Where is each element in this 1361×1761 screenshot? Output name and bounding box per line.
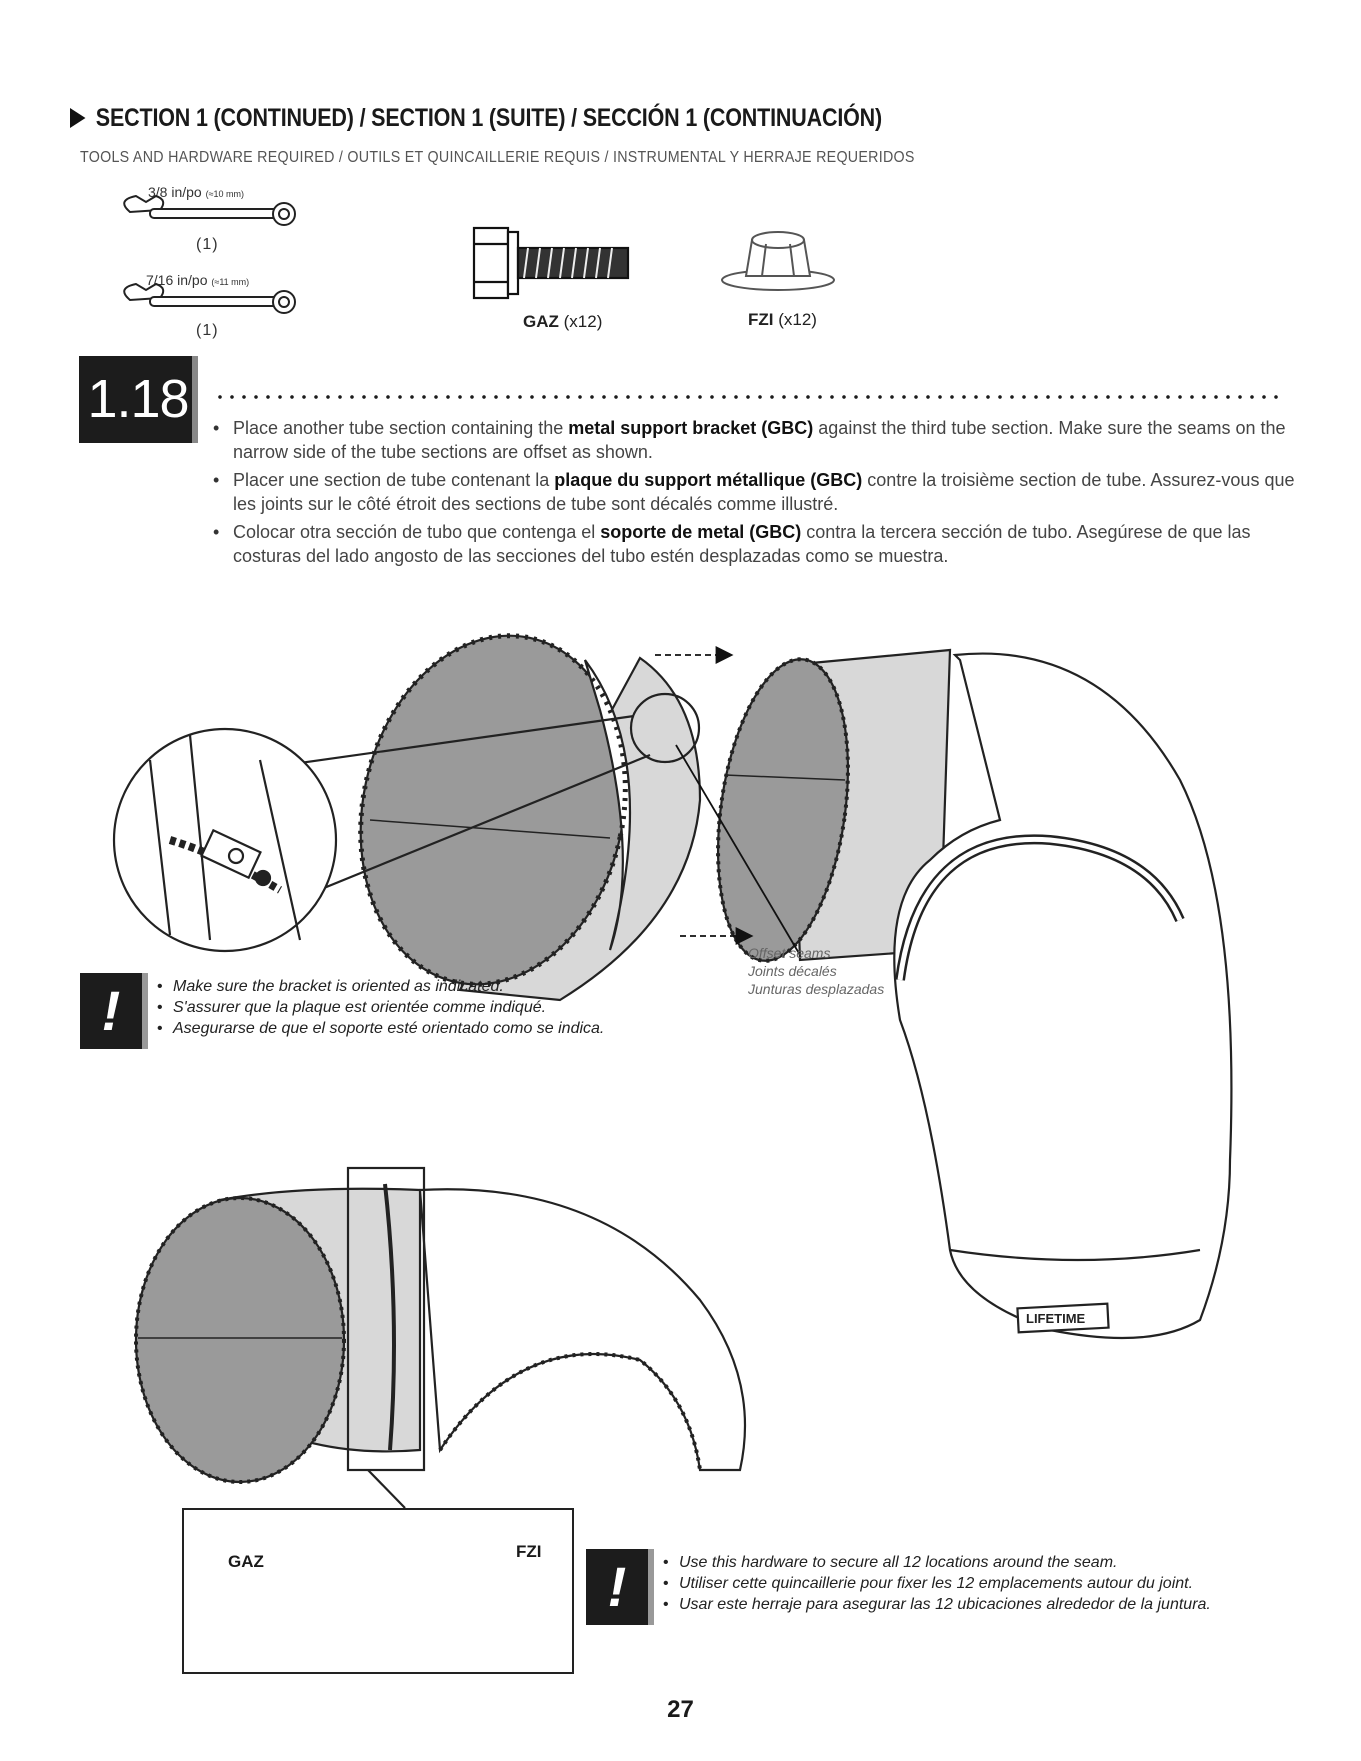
upper-tube-section [358,633,702,1002]
section-title: SECTION 1 (CONTINUED) / SECTION 1 (SUITE… [70,104,882,133]
step-badge-edge [192,356,198,443]
step-number-badge: 1.18 [79,356,197,443]
bolt-icon [472,226,630,300]
middle-tube-section: LIFETIME [716,648,1233,1340]
hardware-fzi-label: FZI (x12) [748,310,817,329]
lower-tube-assembly [134,1166,746,1509]
wrench-1-size: 3/8 in/po (≈10 mm) [148,184,245,200]
tools-hardware-heading: TOOLS AND HARDWARE REQUIRED / OUTILS ET … [80,149,915,166]
wrench-1-qty: (1) [196,236,219,253]
instruction-en: Place another tube section containing th… [213,416,1313,464]
wrench-icon [123,282,296,314]
page-number: 27 [667,1696,694,1723]
play-triangle-icon [70,108,86,128]
hardware-detail-box [182,1508,574,1674]
wrench-2-qty: (1) [196,322,219,339]
dotted-divider [214,395,1280,399]
magnifier-detail [112,692,701,953]
instruction-fr: Placer une section de tube contenant la … [213,468,1313,516]
alignment-arrows [655,646,801,956]
brand-mark: LIFETIME [1026,1311,1086,1326]
wrench-2-size: 7/16 in/po (≈11 mm) [146,272,250,288]
warning-edge [142,973,148,1049]
detail-gaz-label: GAZ [228,1552,264,1571]
step-instructions: Place another tube section containing th… [213,416,1313,568]
hardware-gaz-label: GAZ (x12) [523,312,603,331]
instruction-es: Colocar otra sección de tubo que conteng… [213,520,1313,568]
warning-1-text: Make sure the bracket is oriented as ind… [157,976,604,1039]
warning-edge [648,1549,654,1625]
offset-seams-caption: Offset seams Joints décalés Junturas des… [748,945,885,997]
warning-icon: ! [80,973,142,1049]
warning-2-text: Use this hardware to secure all 12 locat… [663,1552,1211,1615]
detail-fzi-label: FZI [516,1542,542,1561]
wrench-icon [123,194,296,226]
flange-nut-icon [721,231,835,291]
warning-icon: ! [586,1549,648,1625]
